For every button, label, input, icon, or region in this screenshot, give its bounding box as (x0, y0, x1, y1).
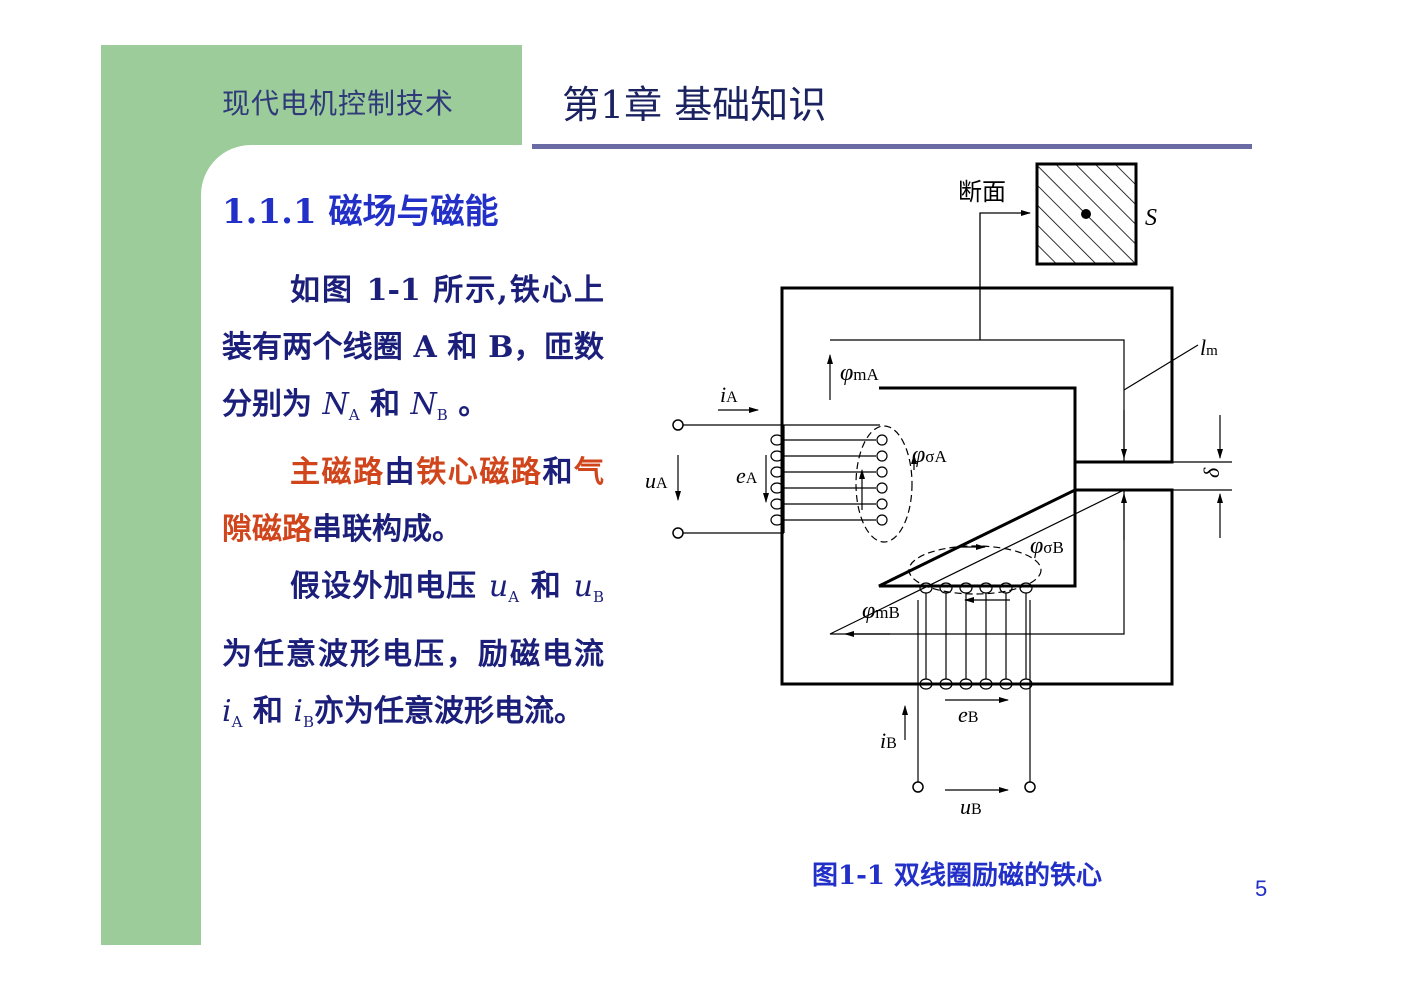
lm-label: lm (1200, 335, 1218, 360)
paragraph-2: 主磁路由铁心磁路和气隙磁路串联构成。 (222, 455, 605, 547)
cross-section-box (1035, 162, 1138, 266)
phi-mA-label: φmA (840, 360, 880, 386)
uA-label: uA (645, 468, 668, 493)
core-outer (780, 286, 1174, 686)
iB-label: iB (880, 728, 897, 753)
sidebar-corner-mask (201, 145, 301, 245)
area-S-label: S (1145, 205, 1157, 231)
iA-label: iA (720, 382, 738, 407)
terminal-B-right (1024, 781, 1036, 793)
phi-sB-label: φσB (1030, 533, 1064, 559)
header-green-band (101, 45, 522, 145)
leakage-loop-B (908, 545, 1042, 595)
body-text: 如图 1-1 所示,铁心上装有两个线圈 A 和 B，匝数分别为 NA 和 NB … (222, 262, 604, 751)
page-number: 5 (1255, 876, 1268, 901)
figure-caption: 图1-1 双线圈励磁的铁心 (812, 861, 1103, 891)
paragraph-1: 如图 1-1 所示,铁心上装有两个线圈 A 和 B，匝数分别为 NA 和 NB … (222, 273, 604, 424)
cross-section-dot (1081, 209, 1091, 219)
core-inner (878, 386, 1077, 588)
delta-label: δ (1199, 467, 1224, 478)
terminal-A-bottom (672, 527, 684, 539)
phi-sA-label: φσA (912, 442, 947, 468)
course-title: 现代电机控制技术 (222, 87, 455, 120)
section-label: 断面 (958, 179, 1006, 206)
gap-dimension (1172, 415, 1232, 538)
terminal-B-left (912, 781, 924, 793)
paragraph-3: 假设外加电压 uA 和 uB为任意波形电压，励磁电流 iA 和 iB亦为任意波形… (222, 569, 604, 731)
eB-label: eB (958, 702, 978, 727)
title-underline (532, 144, 1252, 149)
coil-B (917, 582, 1033, 782)
leakage-loop-A (855, 425, 913, 543)
phi-mB-label: φmB (862, 598, 900, 624)
section-heading: 1.1.1 磁场与磁能 (222, 192, 499, 232)
terminal-A-top (672, 419, 684, 431)
section-pointer (979, 210, 1031, 340)
uB-label: uB (960, 794, 982, 819)
chapter-title: 第1章 基础知识 (562, 83, 827, 127)
sidebar-green-band (101, 145, 201, 945)
eA-label: eA (736, 463, 758, 488)
iron-core-diagram: 断面 S lm φmA φσA φσB φmB iA uA eA (645, 162, 1232, 819)
mean-path (829, 339, 1125, 635)
lm-leader (1123, 344, 1199, 391)
